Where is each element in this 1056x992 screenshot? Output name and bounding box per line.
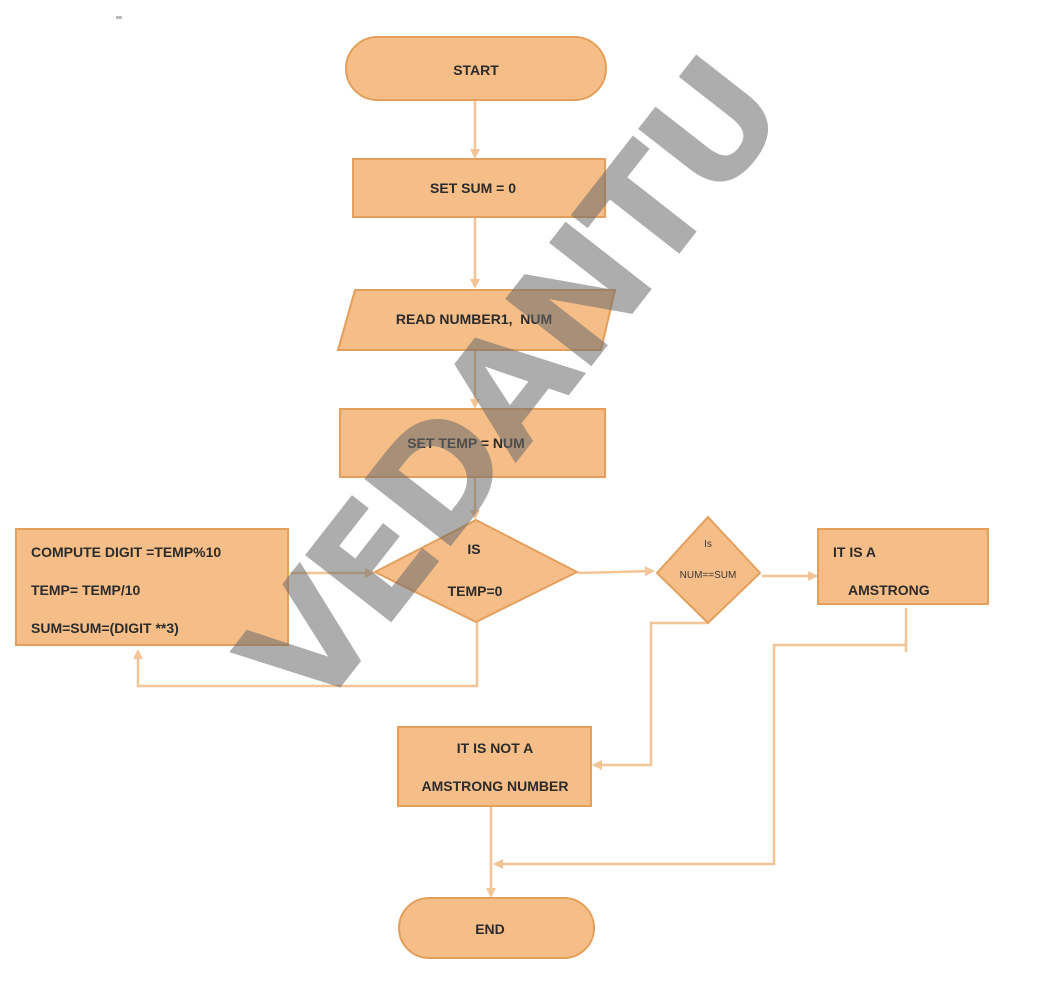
io-shape xyxy=(336,289,617,351)
decision-shape xyxy=(655,515,762,625)
compute-line-1: COMPUTE DIGIT =TEMP%10 xyxy=(31,544,221,560)
end-node: END xyxy=(398,897,595,959)
edge-decision-to-compute xyxy=(133,622,479,688)
start-label: START xyxy=(453,62,499,78)
end-label: END xyxy=(475,921,505,937)
decision-line-2: TEMP=0 xyxy=(448,583,503,599)
armstrong-line-2: AMSTRONG xyxy=(848,582,930,598)
decision-line-1: IS xyxy=(467,541,480,557)
connectors xyxy=(133,100,908,898)
decision-line-1: Is xyxy=(704,539,712,550)
num-sum-decision: Is NUM==SUM xyxy=(655,515,762,625)
process-shape xyxy=(397,726,592,807)
read-label: READ NUMBER1, NUM xyxy=(396,311,552,327)
set-temp-label: SET TEMP = NUM xyxy=(407,435,525,451)
decision-line-2: NUM==SUM xyxy=(680,570,737,581)
start-node: START xyxy=(345,36,607,101)
terminator-shape xyxy=(345,36,607,101)
read-node: READ NUMBER1, NUM xyxy=(336,289,617,351)
temp-zero-decision: IS TEMP=0 xyxy=(372,518,580,624)
not-armstrong-line-2: AMSTRONG NUMBER xyxy=(422,778,569,794)
armstrong-line-1: IT IS A xyxy=(833,544,876,560)
edge-armstrong-to-end xyxy=(493,608,908,869)
compute-line-2: TEMP= TEMP/10 xyxy=(31,582,141,598)
armstrong-node: IT IS A AMSTRONG xyxy=(817,528,989,605)
set-sum-label: SET SUM = 0 xyxy=(430,180,516,196)
watermark: VEDANTU xyxy=(206,31,815,742)
compute-node: COMPUTE DIGIT =TEMP%10 TEMP= TEMP/10 SUM… xyxy=(15,528,289,646)
not-armstrong-node: IT IS NOT A AMSTRONG NUMBER xyxy=(397,726,592,807)
not-armstrong-line-1: IT IS NOT A xyxy=(457,740,533,756)
process-shape xyxy=(352,158,606,218)
decision-shape xyxy=(372,518,580,624)
terminator-shape xyxy=(398,897,595,959)
process-shape xyxy=(817,528,989,605)
process-shape xyxy=(15,528,289,646)
compute-line-3: SUM=SUM=(DIGIT **3) xyxy=(31,620,179,636)
stray-mark xyxy=(116,16,122,19)
set-sum-node: SET SUM = 0 xyxy=(352,158,606,218)
set-temp-node: SET TEMP = NUM xyxy=(339,408,606,478)
edge-decision-to-num-sum xyxy=(577,566,655,577)
edge-num-sum-to-not-armstrong xyxy=(592,621,707,770)
process-shape xyxy=(339,408,606,478)
